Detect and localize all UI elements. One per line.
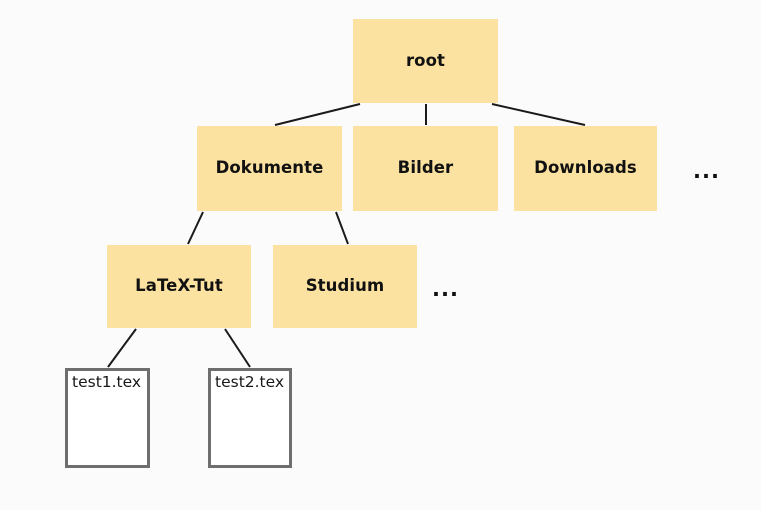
- node-root-label: root: [405, 50, 446, 70]
- edge-dokumente-to-studium: [335, 211, 349, 245]
- node-test2-tex-label: test2.tex: [215, 373, 285, 391]
- node-root[interactable]: root: [353, 19, 498, 103]
- node-downloads-label: Downloads: [534, 158, 637, 178]
- node-dokumente-label: Dokumente: [215, 158, 324, 178]
- node-test1-tex[interactable]: test1.tex: [65, 368, 150, 468]
- node-downloads[interactable]: Downloads: [514, 126, 657, 211]
- node-latex-tut[interactable]: LaTeX-Tut: [107, 245, 251, 328]
- edge-latex_tut-to-test2: [224, 328, 251, 368]
- edge-dokumente-to-latex_tut: [187, 211, 204, 245]
- edge-root-to-downloads: [491, 103, 586, 126]
- node-test1-tex-label: test1.tex: [72, 373, 142, 391]
- edge-root-to-dokumente: [274, 103, 361, 126]
- node-bilder[interactable]: Bilder: [353, 126, 498, 211]
- ellipsis-more-root-children: ...: [693, 159, 720, 183]
- node-bilder-label: Bilder: [397, 158, 454, 178]
- node-studium[interactable]: Studium: [273, 245, 417, 328]
- node-dokumente[interactable]: Dokumente: [197, 126, 342, 211]
- node-test2-tex[interactable]: test2.tex: [208, 368, 292, 468]
- edge-latex_tut-to-test1: [107, 328, 137, 368]
- node-studium-label: Studium: [305, 276, 385, 296]
- node-latex-tut-label: LaTeX-Tut: [135, 276, 223, 296]
- ellipsis-more-dokumente-children: ...: [432, 277, 459, 301]
